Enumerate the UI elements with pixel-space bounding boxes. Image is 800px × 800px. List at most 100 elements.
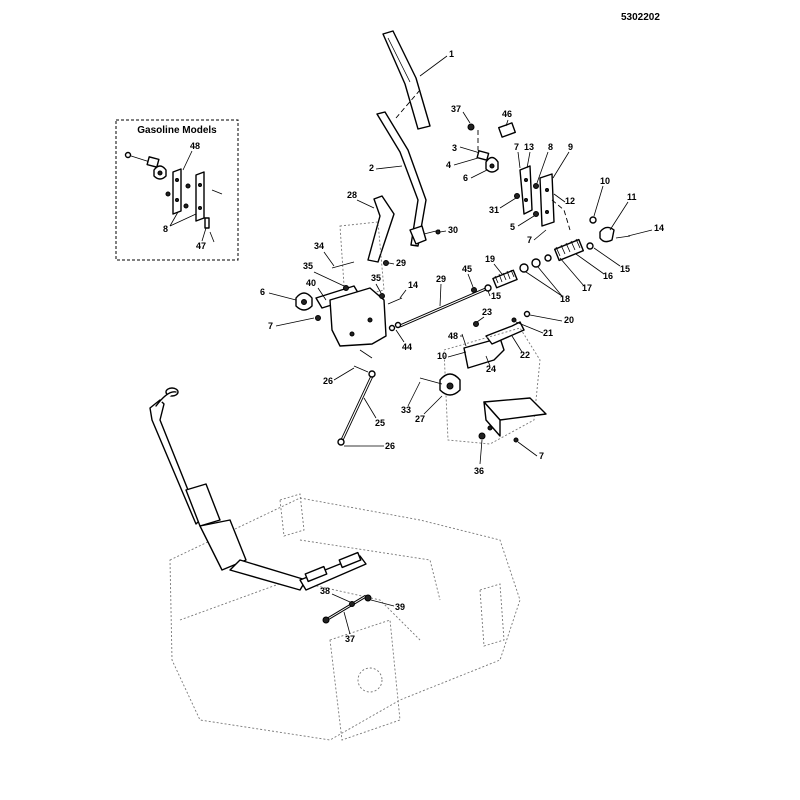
- bracket-part-22: [485, 321, 525, 345]
- inset-screw-lower: [209, 231, 215, 243]
- leader-10-center: [447, 351, 467, 358]
- callout-22: 22: [520, 350, 530, 360]
- bolt-lower: [359, 349, 373, 359]
- coil: [565, 242, 571, 253]
- leader-35-left: [313, 271, 345, 287]
- inset-bracket-hole: [175, 178, 179, 182]
- mounting-plate-flange: [483, 401, 501, 437]
- inset-bracket-hole: [175, 198, 179, 202]
- bolt-33: [419, 377, 443, 385]
- callout-1: 1: [449, 49, 454, 59]
- callout-25: 25: [375, 418, 385, 428]
- rod-part-29-highlight: [399, 287, 489, 327]
- phantom-box: [329, 619, 401, 741]
- screw-14: [615, 235, 631, 239]
- leader-37: [343, 611, 351, 635]
- phantom-frame-right: [443, 327, 541, 445]
- callout-15-left: 15: [491, 291, 501, 301]
- coil: [498, 273, 503, 283]
- nut-part-15-right: [586, 242, 594, 250]
- leader-9: [552, 151, 570, 179]
- damper-top-eye: [368, 370, 376, 378]
- spacer-part-4: [476, 150, 490, 161]
- coil: [570, 240, 576, 251]
- leader-25: [363, 397, 377, 419]
- pivot-plate: [329, 287, 387, 347]
- callout-30: 29: [396, 258, 406, 268]
- inset-screw-47: [204, 217, 210, 229]
- callout-44: 45: [462, 264, 472, 274]
- lower-assembly: [149, 387, 521, 741]
- inset-screw: [211, 189, 223, 195]
- callout-23: 23: [482, 307, 492, 317]
- rod-end-part-11: [599, 226, 615, 243]
- lever-part-1-edge: [387, 37, 411, 83]
- bracket-hole: [524, 198, 528, 202]
- leader-14-center: [399, 289, 407, 299]
- inset-bracket-hole: [198, 183, 202, 187]
- leader-6-top: [470, 169, 488, 179]
- leader-13: [526, 151, 531, 169]
- callout-36-bottom: 36: [474, 466, 484, 476]
- phantom-box-hole: [357, 667, 383, 693]
- callout-35-left: 35: [303, 261, 313, 271]
- inset-frame: [115, 119, 239, 261]
- callout-27: 27: [415, 414, 425, 424]
- callout-19: 19: [485, 254, 495, 264]
- leader-33: [407, 381, 421, 407]
- bolt-31-nut: [435, 229, 441, 235]
- inset-bushing-hole: [157, 170, 163, 176]
- inset-bracket-hole: [198, 206, 202, 210]
- nut-5: [533, 211, 539, 217]
- upper-right-bracket-group: [459, 122, 631, 243]
- callout-37: 37: [345, 634, 355, 644]
- callout-16: 16: [603, 271, 613, 281]
- leader-35-right: [375, 283, 382, 294]
- plate-hole: [349, 331, 355, 337]
- callout-3: 3: [452, 143, 457, 153]
- phantom-plate: [339, 221, 385, 301]
- leader-23: [476, 316, 485, 323]
- lever-part-2-tab: [409, 225, 427, 245]
- callout-8: 8: [548, 142, 553, 152]
- spring-19-body: [492, 269, 518, 289]
- callout-46: 48: [448, 331, 458, 341]
- leader-18b: [537, 266, 563, 297]
- callout-17: 17: [582, 283, 592, 293]
- lever-part-1: [382, 30, 431, 130]
- lever-bracket: [199, 519, 247, 571]
- callout-14-center: 14: [408, 280, 418, 290]
- callout-5: 5: [510, 222, 515, 232]
- inset-bracket-left: [172, 168, 182, 215]
- leader-47: [201, 227, 207, 242]
- bushing-27-hole: [446, 382, 454, 390]
- bolt-34: [331, 261, 355, 269]
- callout-10-center: 10: [437, 351, 447, 361]
- phantom-chassis: [169, 497, 521, 741]
- washer-part-18c: [544, 254, 552, 262]
- phantom-chassis-line: [179, 579, 421, 641]
- washer-30: [383, 260, 389, 266]
- callout-28: 28: [347, 190, 357, 200]
- leader-31: [439, 230, 447, 233]
- drawing-number: 5302202: [621, 12, 660, 23]
- bracket-part-24: [463, 337, 505, 369]
- leader-39: [370, 599, 395, 607]
- lower-link: [229, 559, 307, 591]
- bushing-hole: [301, 299, 307, 305]
- leader-19: [493, 263, 503, 275]
- nut-7-left: [315, 315, 321, 321]
- bracket-part-28: [367, 195, 395, 263]
- callout-8: 8: [163, 224, 168, 234]
- callout-35-right: 35: [371, 273, 381, 283]
- callout-7-mid: 7: [527, 235, 532, 245]
- nut-part-43b: [394, 321, 402, 329]
- leader-40: [317, 287, 327, 301]
- bracket-part-9: [539, 173, 555, 227]
- inset-nut: [185, 183, 191, 189]
- inset-bolt-head: [124, 151, 132, 159]
- leader-36-top: [462, 111, 471, 124]
- nut-32: [514, 193, 520, 199]
- leader-15-left: [487, 290, 491, 297]
- inset-bolt: [127, 154, 151, 163]
